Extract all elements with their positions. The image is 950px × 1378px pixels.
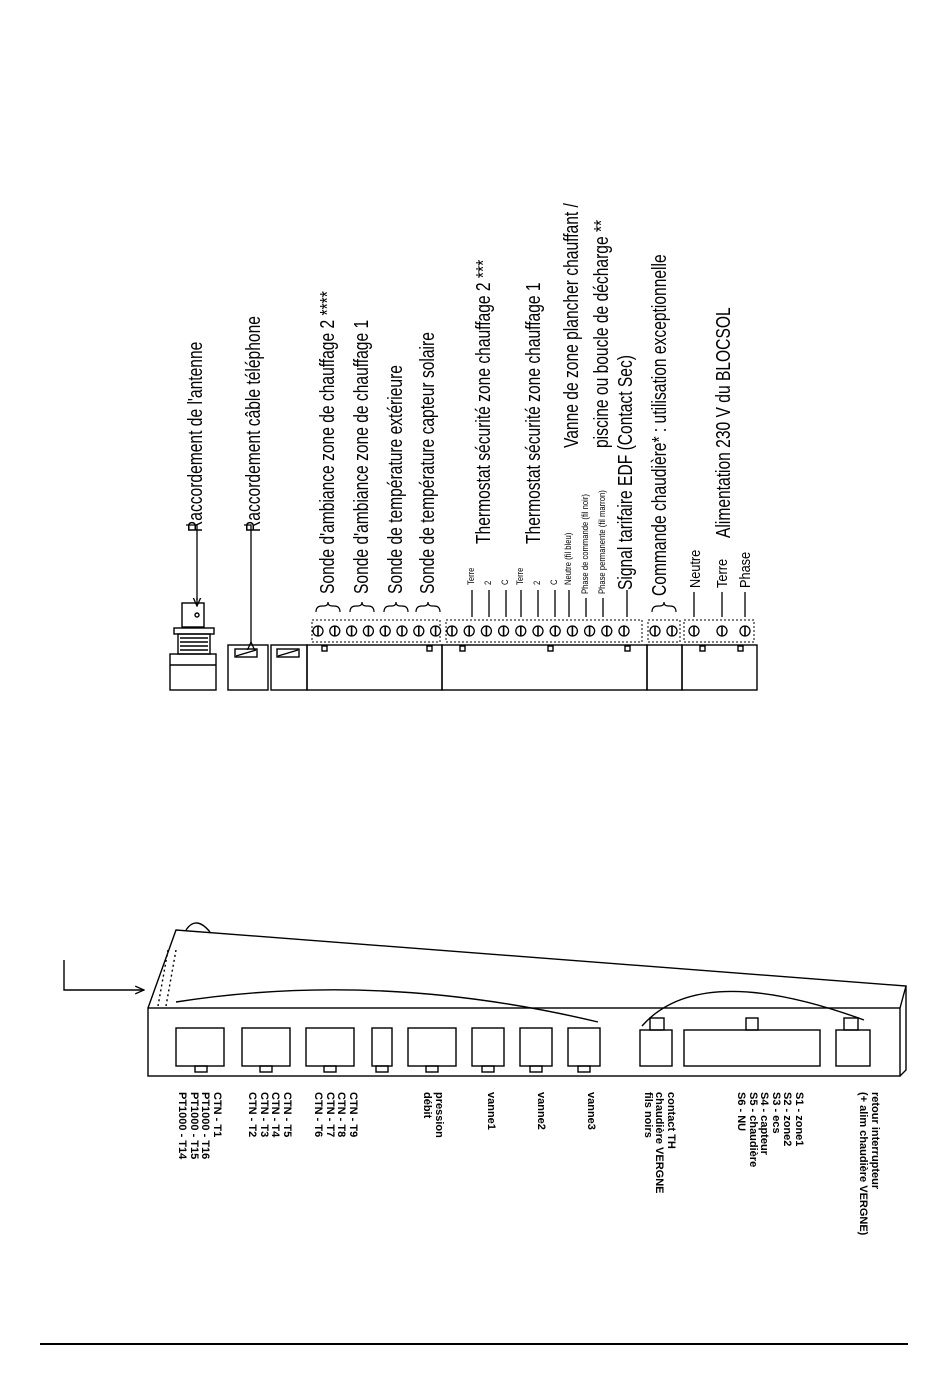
label-two-b: 2	[532, 580, 542, 585]
label-ctn-t9: CTN - T9 CTN - T8 CTN - T7 CTN - T6	[312, 1092, 359, 1138]
label-retour: retour interrupteur (+ alim chaudière VE…	[857, 1092, 881, 1236]
blocsol-unit	[63, 922, 907, 1077]
label-terre: Terre	[714, 558, 731, 588]
label-phase: Phase	[737, 551, 754, 588]
label-terre-a: Terre	[466, 567, 476, 585]
footer-rule	[40, 1343, 908, 1345]
label-two-a: 2	[483, 580, 493, 585]
label-c-a: C	[500, 579, 510, 585]
terminal-blocks	[306, 619, 758, 691]
terminal-screws	[312, 625, 751, 637]
label-ctn-t2: CTN - T5 CTN - T4 CTN - T3 CTN - T2	[246, 1092, 293, 1138]
label-sonde-zone1: Sonde d'ambiance zone de chauffage 1	[351, 319, 373, 594]
label-phase-commande: Phase de commande (fil noir)	[580, 494, 590, 594]
telephone-modules	[227, 644, 308, 691]
braces	[315, 601, 677, 613]
label-sorties: S1 - zone1 S2 - zone2 S3 - ecs S4 - capt…	[735, 1092, 805, 1168]
label-sonde-solaire: Sonde de température capteur solaire	[417, 332, 439, 594]
label-sonde-zone2: Sonde d'ambiance zone de chauffage 2 ***…	[317, 291, 339, 594]
label-sonde-ext: Sonde de température extérieure	[385, 365, 407, 594]
label-vanne-line2: piscine ou boucle de décharge **	[591, 219, 613, 448]
label-vanne3: vanne3	[585, 1092, 597, 1130]
label-vanne-line1: Vanne de zone plancher chauffant /	[561, 203, 583, 448]
label-alimentation: Alimentation 230 V du BLOCSOL	[713, 307, 735, 538]
label-pression: pression débit	[421, 1092, 445, 1138]
label-telephone: Raccordement câble téléphone	[243, 316, 265, 532]
label-c-b: C	[549, 579, 559, 585]
label-phase-permanente: Phase permanente (fil marron)	[597, 490, 607, 594]
label-vanne1: vanne1	[485, 1092, 497, 1130]
label-neutre-fil-bleu: Neutre (fil bleu)	[563, 532, 573, 585]
label-signal-edf: Signal tarifaire EDF (Contact Sec)	[615, 355, 637, 590]
label-neutre: Neutre	[687, 549, 704, 588]
label-thermo-zone2: Thermostat sécurité zone chauffage 2 ***	[473, 259, 495, 544]
antenna-connector	[169, 602, 217, 691]
label-ctn-t1: CTN - T1 PT1000 - T16 PT1000 - T15 PT100…	[176, 1092, 223, 1160]
leader-lines	[186, 524, 746, 642]
label-contact-th: contact TH chaudière VERGNE fils noirs	[641, 1092, 677, 1194]
label-vanne2: vanne2	[535, 1092, 547, 1130]
label-antenne: Raccordement de l'antenne	[185, 341, 207, 532]
label-commande-chaudiere: Commande chaudière* : utilisation except…	[649, 254, 671, 596]
label-terre-b: Terre	[515, 567, 525, 585]
label-thermo-zone1: Thermostat sécurité zone chauffage 1	[523, 282, 545, 544]
